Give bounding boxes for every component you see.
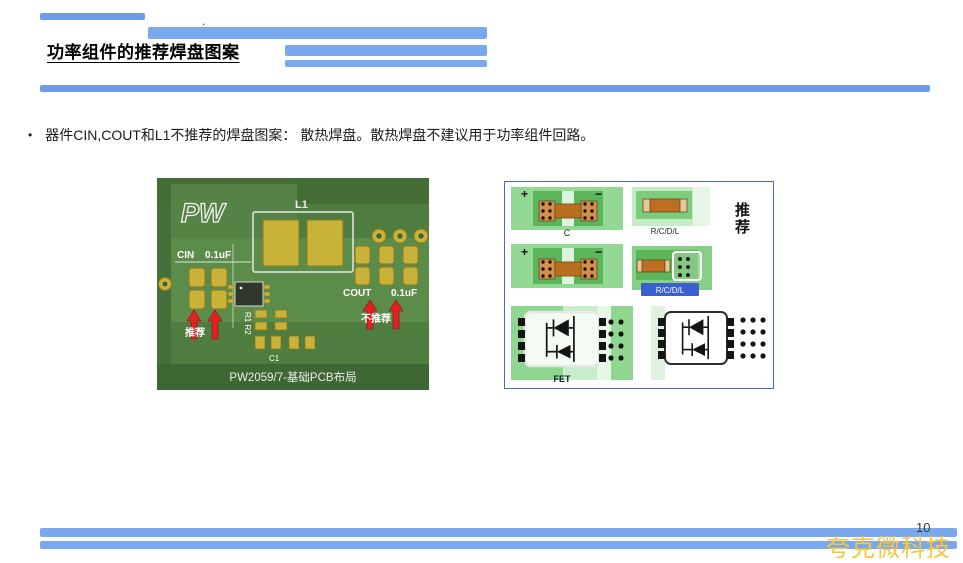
rcdl-highlight <box>641 283 699 296</box>
recommended-arrows <box>186 309 223 340</box>
cap-label: C <box>564 228 571 238</box>
decor-bar-title-3 <box>285 60 487 67</box>
pcb-layout-svg: PW L1 CIN 0.1uF <box>157 178 429 390</box>
pcb-layout-image: PW L1 CIN 0.1uF <box>157 178 429 390</box>
c1-label: C1 <box>269 354 280 363</box>
plus-label-2: + <box>521 245 528 259</box>
fet-label: FET <box>554 374 572 384</box>
minus-label: − <box>595 187 602 201</box>
recommended-label: 推荐 <box>185 326 205 339</box>
rcdl-pattern-row2: R/C/D/L <box>632 246 712 296</box>
rcdl-label-row2: R/C/D/L <box>656 286 685 295</box>
decor-bar-top-left <box>40 13 145 20</box>
via-holes <box>158 228 429 291</box>
r1-r2-label: R1 R2 <box>243 312 252 335</box>
decor-bar-title-2 <box>285 45 487 56</box>
decor-bar-bottom-2 <box>40 541 957 549</box>
cout-value: 0.1uF <box>391 288 417 299</box>
bullet-line: • 器件CIN,COUT和L1不推荐的焊盘图案： 散热焊盘。散热焊盘不建议用于功率… <box>28 125 594 145</box>
bullet-text: 器件CIN,COUT和L1不推荐的焊盘图案： 散热焊盘。散热焊盘不建议用于功率组… <box>45 127 595 143</box>
cap-pattern-row2: + − <box>511 244 623 288</box>
not-recommended-label: 不推荐 <box>361 312 391 325</box>
cout-pads <box>354 245 419 286</box>
page-number: 10 <box>916 520 931 535</box>
l1-label: L1 <box>295 199 308 211</box>
rcdl-pattern-row1: R/C/D/L <box>632 187 710 236</box>
not-recommended-arrows <box>362 299 404 330</box>
fet-pattern-left: FET <box>511 306 633 384</box>
pad-pattern-diagram: + − C R/C/D/L <box>504 181 774 389</box>
decor-bar-title-1 <box>148 27 487 39</box>
pad-pattern-svg: + − C R/C/D/L <box>511 187 766 384</box>
fet-pattern-right <box>651 306 766 380</box>
passive-pads <box>254 309 316 350</box>
cin-value: 0.1uF <box>205 250 231 261</box>
ic-footprint <box>227 281 271 307</box>
rcdl-label-row1: R/C/D/L <box>651 227 680 236</box>
page-title: 功率组件的推荐焊盘图案 <box>47 43 240 62</box>
cap-pattern-row1: + − C <box>511 187 623 238</box>
cout-label: COUT <box>343 288 371 299</box>
decor-bar-bottom-1 <box>40 528 957 537</box>
decor-bar-divider <box>40 85 930 92</box>
plus-label: + <box>521 187 528 201</box>
bullet-marker: • <box>28 128 33 142</box>
recommended-vertical-label: 推荐 <box>735 202 751 236</box>
l1-pads <box>262 219 344 267</box>
watermark: 夸克微科技 <box>826 535 951 562</box>
cin-pads <box>188 267 228 310</box>
cin-label: CIN <box>177 250 194 261</box>
minus-label-2: − <box>595 245 602 259</box>
dot-decoration: . <box>202 14 206 28</box>
pw-logo: PW <box>181 198 227 228</box>
pcb-caption: PW2059/7-基础PCB布局 <box>229 371 356 384</box>
